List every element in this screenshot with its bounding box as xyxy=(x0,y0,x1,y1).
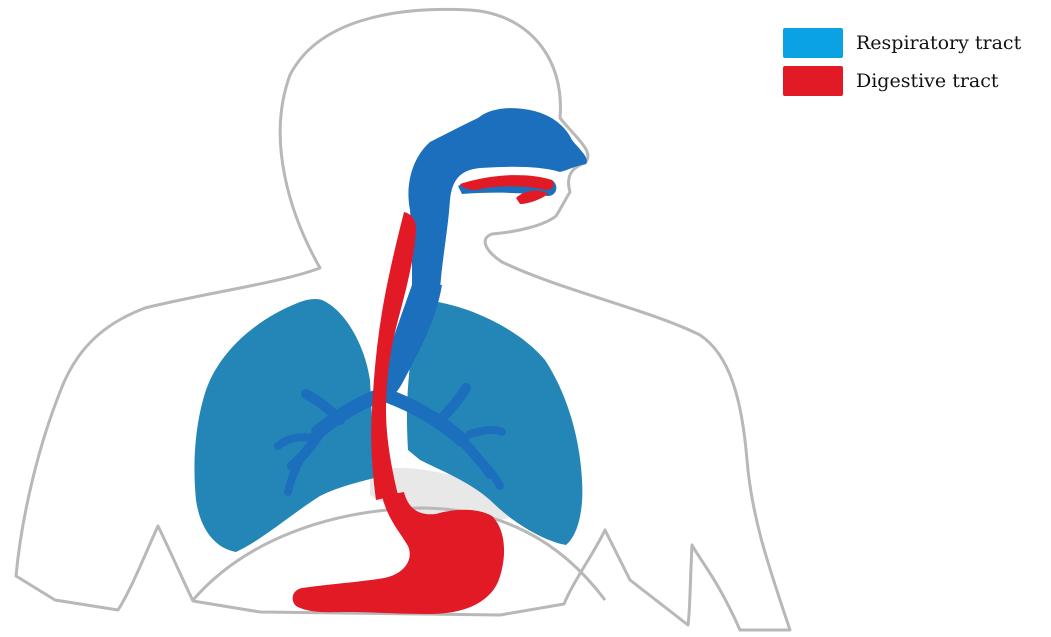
respiratory-swatch xyxy=(783,28,843,58)
legend-label: Digestive tract xyxy=(856,70,999,92)
legend-item-digestive: Digestive tract xyxy=(783,64,1021,98)
legend: Respiratory tract Digestive tract xyxy=(783,26,1021,102)
legend-item-respiratory: Respiratory tract xyxy=(783,26,1021,60)
digestive-swatch xyxy=(783,66,843,96)
legend-label: Respiratory tract xyxy=(856,32,1021,54)
